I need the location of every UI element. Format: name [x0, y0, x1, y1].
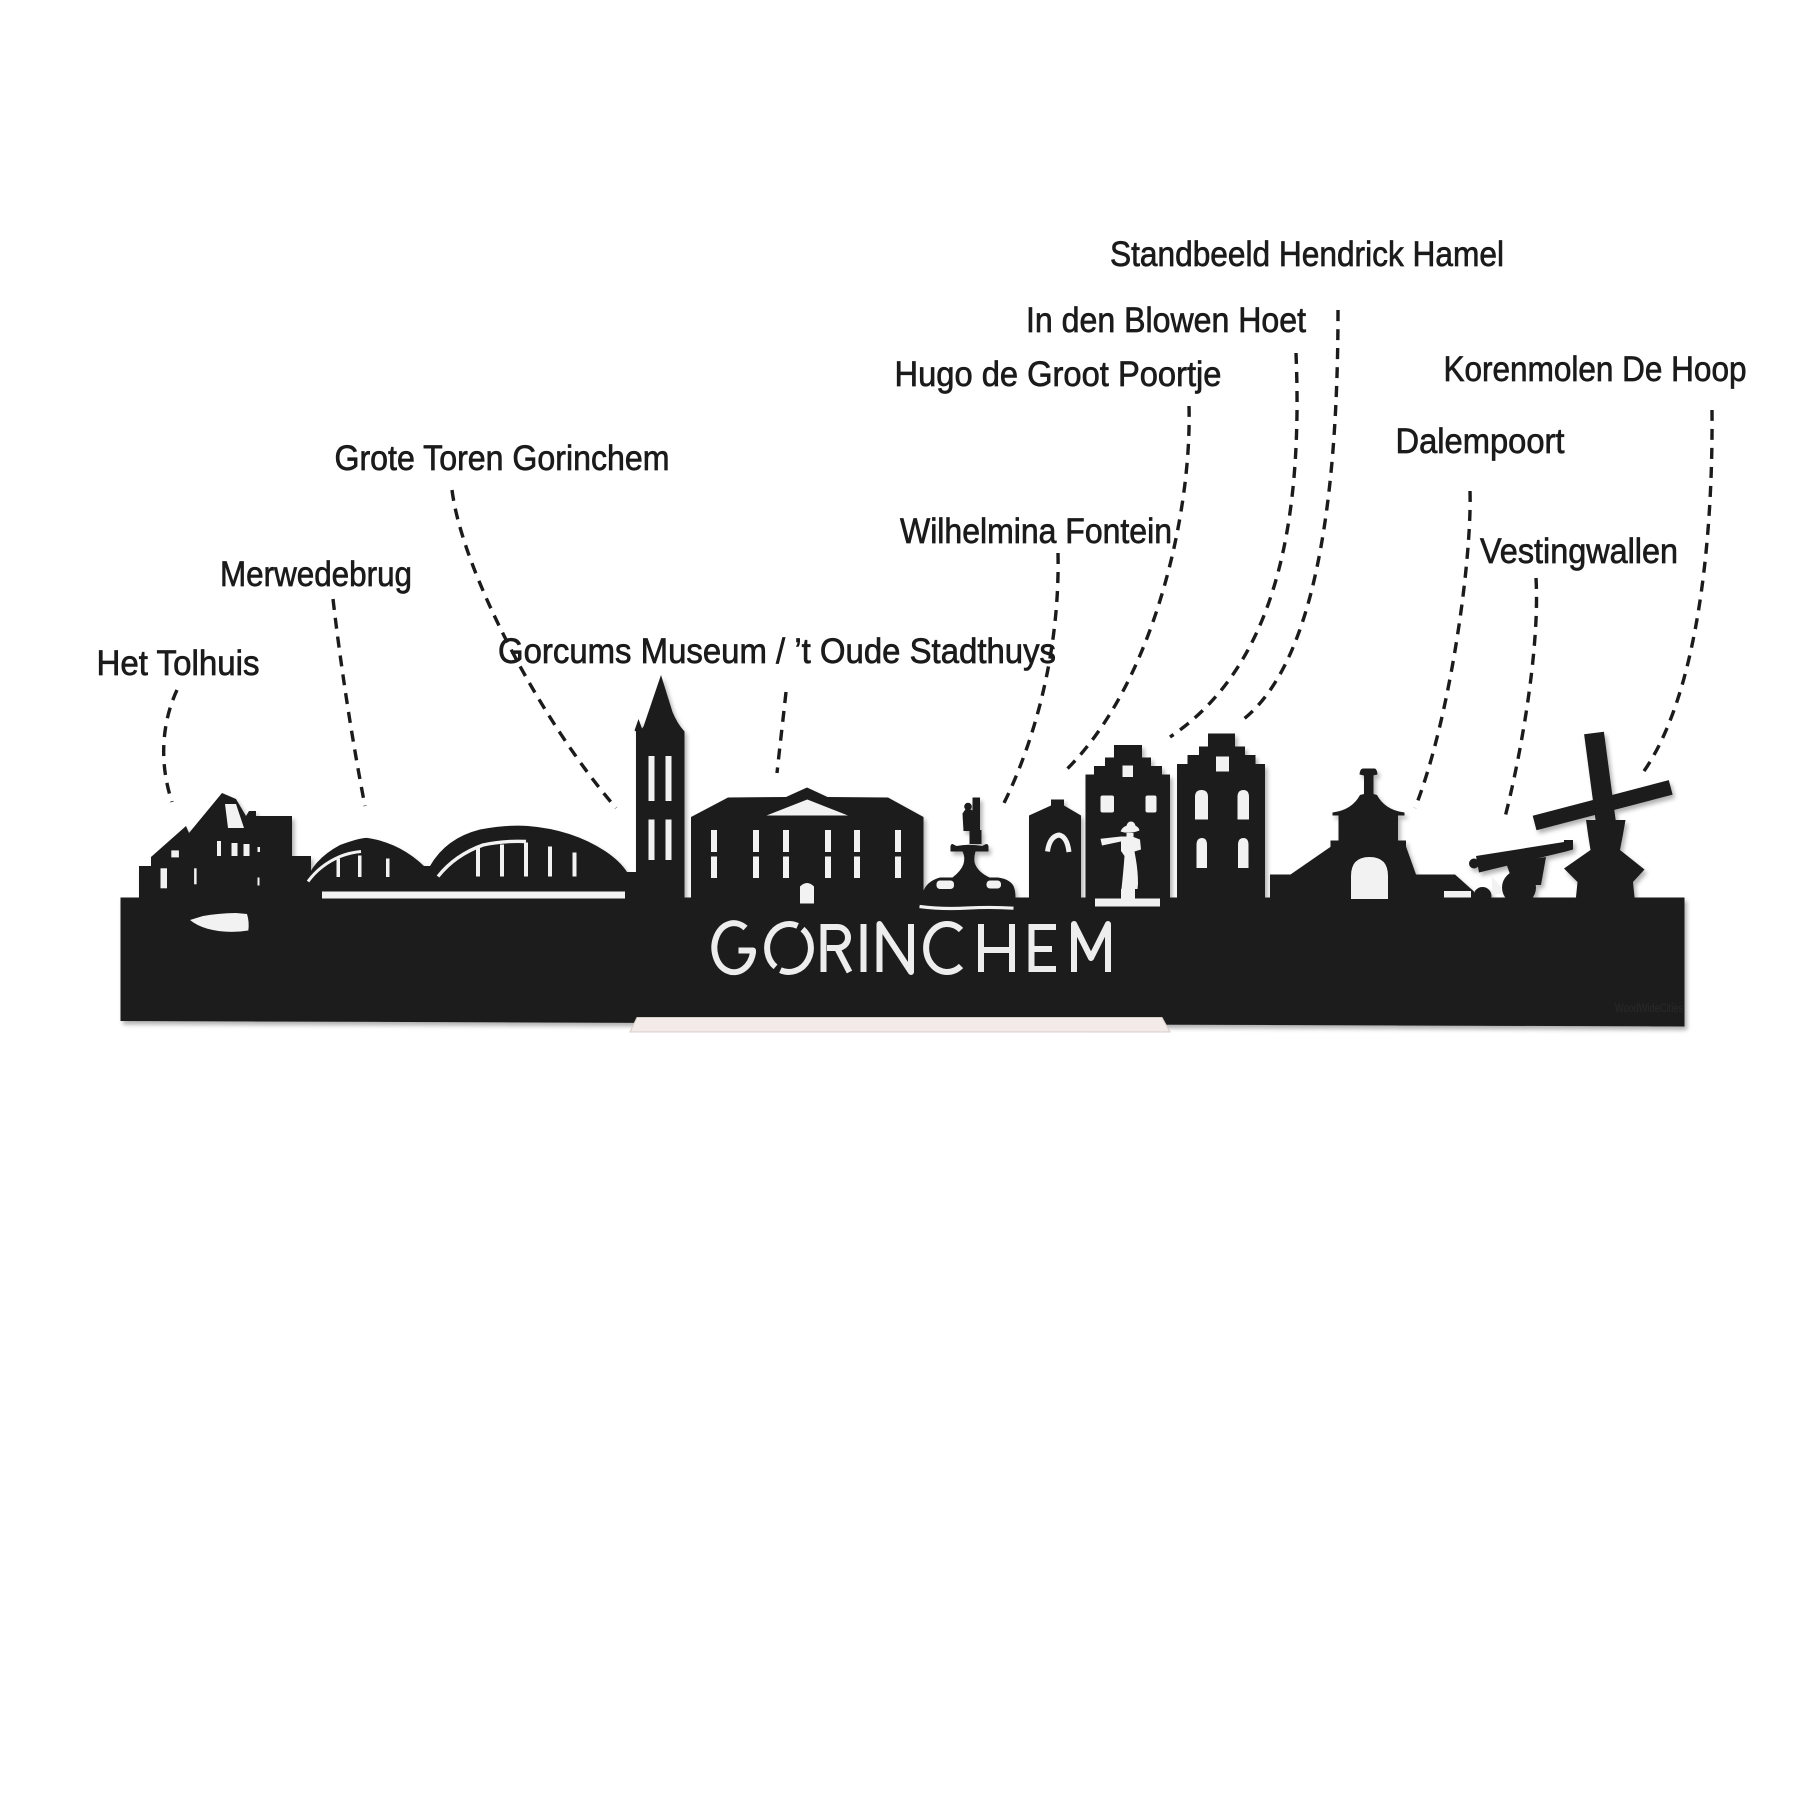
svg-text:Vestingwallen: Vestingwallen: [1480, 532, 1678, 571]
svg-text:Grote Toren Gorinchem: Grote Toren Gorinchem: [335, 439, 670, 478]
svg-text:Merwedebrug: Merwedebrug: [220, 555, 412, 594]
svg-text:Dalempoort: Dalempoort: [1396, 422, 1565, 461]
svg-text:Het Tolhuis: Het Tolhuis: [97, 644, 260, 683]
svg-text:Wilhelmina Fontein: Wilhelmina Fontein: [900, 512, 1172, 551]
svg-text:Standbeeld Hendrick Hamel: Standbeeld Hendrick Hamel: [1110, 235, 1504, 274]
svg-text:Korenmolen De Hoop: Korenmolen De Hoop: [1444, 350, 1747, 389]
svg-text:In den Blowen Hoet: In den Blowen Hoet: [1026, 301, 1306, 340]
svg-text:Hugo de Groot Poortje: Hugo de Groot Poortje: [895, 355, 1222, 394]
svg-text:WoodWideCities: WoodWideCities: [1615, 1003, 1683, 1015]
svg-text:Gorcums Museum / ’t Oude Stadt: Gorcums Museum / ’t Oude Stadthuys: [498, 632, 1056, 671]
